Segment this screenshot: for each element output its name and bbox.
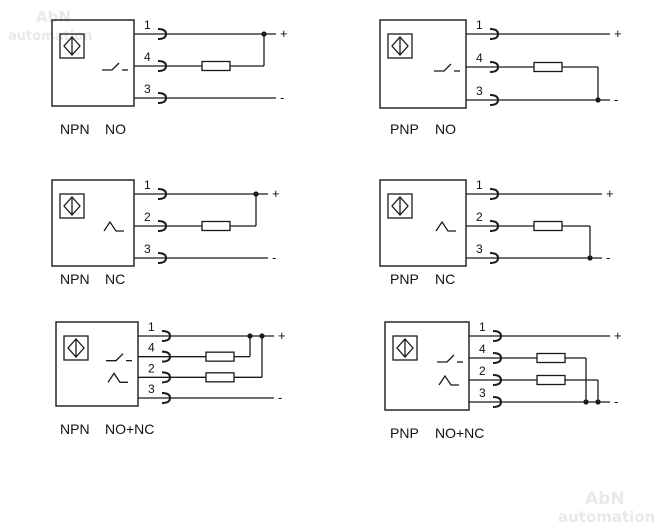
sensor-symbol xyxy=(392,335,418,361)
diagram-npn-no-nc: 1 4 2 3 + - NPN NO+NC xyxy=(55,320,286,437)
junction-dot xyxy=(259,333,265,339)
load-resistor-icon xyxy=(533,61,563,73)
output-type-label: PNP xyxy=(390,121,419,137)
diagram-npn-nc: 1 2 3 + - NPN NC xyxy=(51,178,280,287)
load-resistor-icon xyxy=(201,60,231,72)
positive-terminal: + xyxy=(614,328,622,343)
output-mode-label: NC xyxy=(435,271,455,287)
pin-number: 1 xyxy=(148,320,155,334)
sensor-symbol xyxy=(63,335,89,361)
output-mode-label: NO+NC xyxy=(435,425,484,441)
negative-terminal: - xyxy=(606,250,610,265)
nc-switch-icon xyxy=(435,220,456,232)
watermark-bottom-right: AbN automation xyxy=(558,489,655,526)
pin-number: 4 xyxy=(144,50,151,64)
pin-number: 4 xyxy=(479,342,486,356)
positive-terminal: + xyxy=(614,26,622,41)
no-switch-icon xyxy=(434,63,452,72)
pin-number: 1 xyxy=(476,18,483,32)
sensor-body xyxy=(51,179,135,267)
output-type-label: NPN xyxy=(60,121,90,137)
positive-terminal: + xyxy=(278,328,286,343)
sensor-symbol xyxy=(59,33,85,59)
pin-number: 1 xyxy=(144,178,151,192)
load-resistor-icon xyxy=(205,372,235,383)
pin-number: 4 xyxy=(148,341,155,355)
watermark-tagline: automation xyxy=(8,29,92,44)
pin-number: 3 xyxy=(144,242,151,256)
sensor-symbol xyxy=(387,33,413,59)
junction-dot xyxy=(595,399,601,405)
diagram-npn-no: 1 4 3 + - NPN NO xyxy=(51,18,288,137)
junction-dot xyxy=(583,399,589,405)
positive-terminal: + xyxy=(606,186,614,201)
sensor-body xyxy=(379,179,467,267)
pin-number: 2 xyxy=(479,364,486,378)
positive-terminal: + xyxy=(280,26,288,41)
negative-terminal: - xyxy=(614,92,618,107)
pin-number: 3 xyxy=(476,242,483,256)
output-mode-label: NO+NC xyxy=(105,421,154,437)
output-type-label: NPN xyxy=(60,271,90,287)
diagram-pnp-no: 1 4 3 + - PNP NO xyxy=(379,18,622,137)
load-resistor-icon xyxy=(533,220,563,232)
sensor-body xyxy=(379,19,467,109)
sensor-body xyxy=(55,321,139,407)
watermark-brand: AbN xyxy=(36,8,71,26)
watermark-brand: AbN xyxy=(585,489,625,509)
load-resistor-icon xyxy=(201,220,231,232)
positive-terminal: + xyxy=(272,186,280,201)
no-switch-icon xyxy=(437,354,455,363)
diagram-pnp-nc: 1 2 3 + - PNP NC xyxy=(379,178,614,287)
junction-dot xyxy=(261,31,267,37)
load-resistor-icon xyxy=(536,374,566,386)
watermark-top-left: AbN automation xyxy=(8,8,92,44)
output-type-label: PNP xyxy=(390,425,419,441)
pin-number: 2 xyxy=(148,361,155,375)
pin-number: 3 xyxy=(476,84,483,98)
nc-switch-icon xyxy=(438,374,459,386)
sensor-symbol xyxy=(387,193,413,219)
load-resistor-icon xyxy=(536,352,566,364)
diagram-pnp-no-nc: 1 4 2 3 + - PNP NO+NC xyxy=(384,320,622,441)
junction-dot xyxy=(587,255,593,261)
output-mode-label: NO xyxy=(105,121,126,137)
junction-dot xyxy=(595,97,601,103)
negative-terminal: - xyxy=(278,390,282,405)
output-type-label: NPN xyxy=(60,421,90,437)
pin-number: 2 xyxy=(144,210,151,224)
output-mode-label: NC xyxy=(105,271,125,287)
pin-number: 3 xyxy=(479,386,486,400)
no-switch-icon xyxy=(102,62,120,71)
watermark-tagline: automation xyxy=(558,508,655,526)
sensor-body xyxy=(51,19,135,107)
pin-number: 2 xyxy=(476,210,483,224)
pin-number: 1 xyxy=(476,178,483,192)
load-resistor-icon xyxy=(205,351,235,362)
negative-terminal: - xyxy=(272,250,276,265)
output-mode-label: NO xyxy=(435,121,456,137)
sensor-body xyxy=(384,321,470,411)
junction-dot xyxy=(247,333,253,339)
pin-number: 1 xyxy=(144,18,151,32)
no-switch-icon xyxy=(106,353,124,362)
pin-number: 3 xyxy=(144,82,151,96)
output-type-label: PNP xyxy=(390,271,419,287)
junction-dot xyxy=(253,191,259,197)
sensor-symbol xyxy=(59,193,85,219)
negative-terminal: - xyxy=(614,394,618,409)
negative-terminal: - xyxy=(280,90,284,105)
nc-switch-icon xyxy=(107,372,128,383)
pin-number: 3 xyxy=(148,382,155,396)
pin-number: 1 xyxy=(479,320,486,334)
pin-number: 4 xyxy=(476,51,483,65)
nc-switch-icon xyxy=(103,220,124,232)
